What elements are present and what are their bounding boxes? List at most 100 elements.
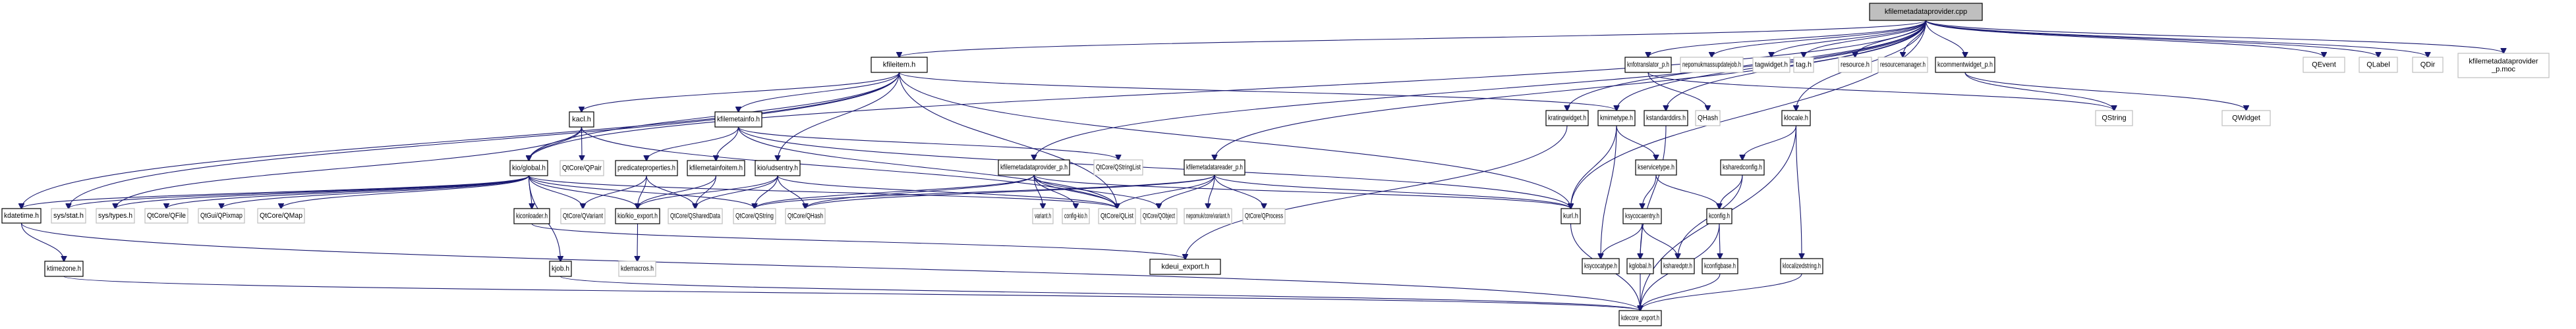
node-box (2412, 57, 2444, 73)
edge-kioglobal-to-QFile (167, 175, 530, 209)
node-label: QLabel (2366, 61, 2390, 69)
node-label: kcommentwidget_p.h (1937, 61, 1993, 69)
node-kglobal[interactable]: kglobal.h (1626, 258, 1654, 274)
node-box (1626, 258, 1654, 274)
edge-kfmdr_p-to-QList (1117, 174, 1215, 209)
node-box (1032, 208, 1054, 224)
node-kio_export[interactable]: kio/kio_export.h (615, 208, 660, 224)
node-kfilemetainfoitem[interactable]: kfilemetainfoitem.h (687, 160, 745, 176)
node-ksharedptr[interactable]: ksharedptr.h (1661, 258, 1695, 274)
node-QtQHash: QtCore/QHash (785, 208, 826, 224)
node-box (1149, 259, 1221, 275)
node-box (1635, 159, 1677, 176)
node-label: QDir (2420, 61, 2436, 69)
node-label: kstandarddirs.h (1646, 114, 1686, 122)
node-ktimezone[interactable]: ktimezone.h (44, 261, 84, 277)
node-label: kmimetype.h (1600, 114, 1633, 122)
node-kcommentwidget[interactable]: kcommentwidget_p.h (1935, 57, 1995, 73)
node-tag: tag.h (1793, 57, 1814, 73)
node-box (549, 261, 572, 277)
node-box (1781, 110, 1811, 126)
node-klocalizedstring[interactable]: klocalizedstring.h (1780, 258, 1823, 274)
node-box (1560, 208, 1581, 224)
node-ksycocatype[interactable]: ksycocatype.h (1582, 258, 1620, 274)
node-kratingwidget[interactable]: kratingwidget.h (1545, 110, 1589, 126)
node-label: QtCore/QVariant (563, 213, 603, 220)
edge-klocalizedstring-to-kdecore_export (1640, 273, 1802, 311)
node-kiconloader[interactable]: kiconloader.h (513, 208, 550, 224)
edge-root-to-kfmdp_p (1034, 20, 1927, 160)
edge-kconfigbase-to-kdecore_export (1640, 273, 1721, 311)
node-predicateproperties[interactable]: predicateproperties.h (615, 160, 678, 176)
node-QObject: QtCore/QObject (1140, 208, 1178, 224)
edge-udsentry-to-QSharedData (695, 175, 778, 209)
node-resourcemanager: resourcemanager.h (1877, 57, 1928, 73)
node-label: ktimezone.h (47, 265, 81, 273)
node-kurl[interactable]: kurl.h (1560, 208, 1581, 224)
edge-kioglobal-to-QPixmap (221, 175, 530, 209)
node-label: kdeui_export.h (1161, 263, 1209, 271)
node-QPixmap: QtGui/QPixmap (198, 208, 245, 224)
node-kdatetime[interactable]: kdatetime.h (1, 208, 42, 224)
node-box (1793, 57, 1814, 73)
edge-kfmdp_p-to-QList (1033, 174, 1117, 209)
edge-predicateproperties-to-QSharedData (646, 175, 695, 209)
node-kdemacros: kdemacros.h (618, 261, 656, 277)
edge-kmimetype-to-kurl (1571, 125, 1617, 209)
edge-kfmdr_p-to-nepomukvariant (1208, 174, 1215, 209)
node-kfileitem[interactable]: kfileitem.h (871, 57, 928, 73)
node-knfotranslator[interactable]: knfotranslator_p.h (1624, 57, 1672, 73)
node-QEvent: QEvent (2303, 57, 2345, 73)
edge-kfileitem-to-QList (898, 72, 1118, 209)
node-kconfigbase[interactable]: kconfigbase.h (1702, 258, 1738, 274)
node-kfilemetainfo[interactable]: kfilemetainfo.h (714, 111, 762, 128)
node-ksycocaentry[interactable]: ksycocaentry.h (1622, 208, 1662, 224)
node-kstandarddirs[interactable]: kstandarddirs.h (1644, 110, 1688, 126)
node-label: kratingwidget.h (1548, 114, 1586, 122)
node-klocale[interactable]: klocale.h (1781, 110, 1811, 126)
node-QPair: QtCore/QPair (559, 160, 604, 176)
node-kdeui_export[interactable]: kdeui_export.h (1149, 259, 1221, 275)
node-box (1877, 57, 1928, 73)
node-kconfig[interactable]: kconfig.h (1706, 208, 1732, 224)
node-label: QEvent (2312, 61, 2336, 69)
edge-kfilemetainfoitem-to-kio_export (638, 175, 717, 209)
node-kioglobal[interactable]: kio/global.h (509, 160, 548, 176)
node-kfmdr_p[interactable]: kfilemetadatareader_p.h (1184, 159, 1245, 176)
node-box (1093, 159, 1143, 176)
edge-kfileitem-to-kacl (582, 72, 900, 112)
edge-kioglobal-to-kdatetime (22, 175, 530, 209)
node-udsentry[interactable]: kio/udsentry.h (755, 160, 801, 176)
edge-kcommentwidget-to-QWidget (1964, 72, 2247, 111)
node-label: kio/udsentry.h (757, 164, 798, 172)
node-box (257, 208, 305, 224)
node-kmimetype[interactable]: kmimetype.h (1597, 110, 1636, 126)
node-label: sys/stat.h (53, 212, 84, 220)
node-box (2095, 110, 2133, 126)
node-box (618, 261, 656, 277)
node-kjob[interactable]: kjob.h (549, 261, 572, 277)
node-kacl[interactable]: kacl.h (569, 111, 594, 128)
node-label: tagwidget.h (1755, 61, 1788, 69)
edge-kiconloader-to-kdeui_export (531, 223, 1186, 259)
node-label: kfileitem.h (883, 61, 916, 69)
node-kfmdp_p[interactable]: kfilemetadataprovider_p.h (998, 159, 1070, 176)
node-ksharedconfig[interactable]: ksharedconfig.h (1720, 159, 1765, 176)
node-tagwidget: tagwidget.h (1752, 57, 1790, 73)
edge-kioglobal-to-QList (528, 175, 1118, 209)
node-root[interactable]: kfilemetadataprovider.cpp (1869, 3, 1983, 21)
edge-kcommentwidget-to-QString (1964, 72, 2114, 111)
node-box (2303, 57, 2345, 73)
node-kservicetype[interactable]: kservicetype.h (1635, 159, 1677, 176)
node-moc: kfilemetadataprovider_p.moc (2457, 53, 2550, 78)
node-label: sys/types.h (98, 212, 132, 220)
node-QStringList: QtCore/QStringList (1093, 159, 1143, 176)
edge-kfmdr_p-to-QtQString (755, 174, 1215, 209)
node-box (785, 208, 826, 224)
node-kdecore_export[interactable]: kdecore_export.h (1618, 310, 1662, 326)
node-box (1624, 57, 1672, 73)
node-box (513, 208, 550, 224)
node-box (1706, 208, 1732, 224)
edge-kfilemetainfo-to-QStringList (737, 126, 1119, 160)
